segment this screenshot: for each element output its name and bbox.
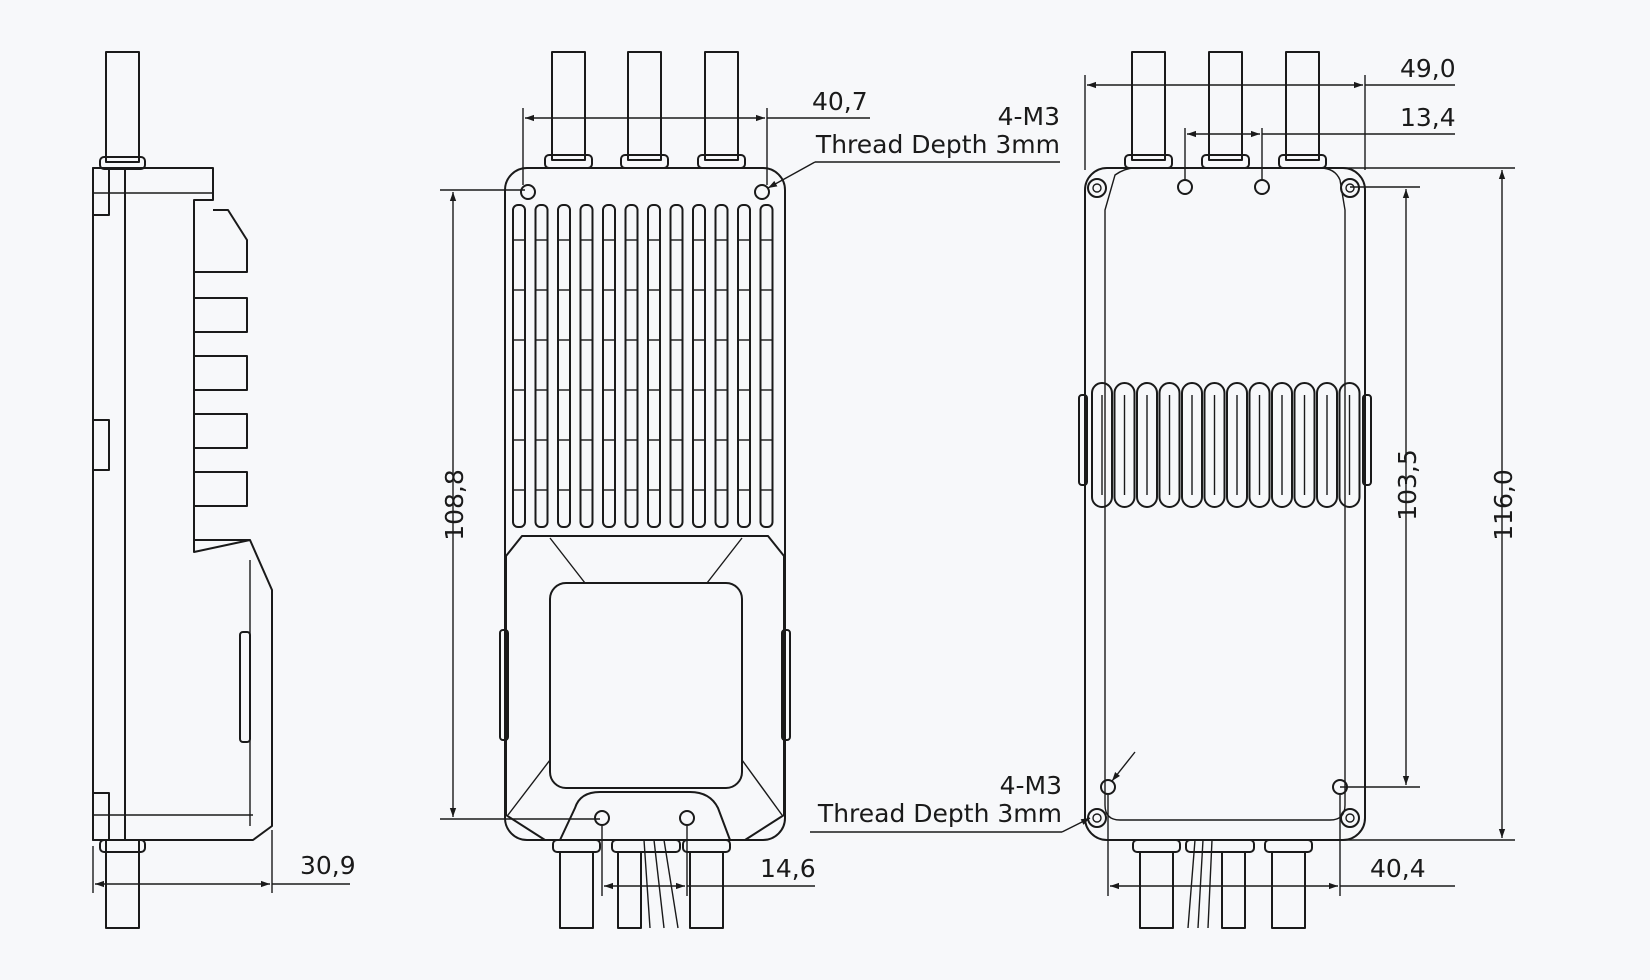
heatsink-slot [669, 204, 684, 528]
side-cable-top [105, 51, 140, 163]
front-cable-top [551, 51, 586, 161]
side-fin [193, 471, 248, 507]
heatsink-slot [512, 204, 526, 528]
rear-fin [1226, 382, 1248, 508]
rear-fins [1091, 382, 1361, 508]
mount-hole [520, 184, 536, 200]
rear-fin [1203, 382, 1226, 508]
heatsink-slot [579, 204, 594, 528]
side-view: 30,9 [92, 51, 356, 929]
dim-side-depth: 30,9 [300, 851, 356, 880]
dim-total-height: 116,0 [1489, 469, 1518, 541]
rear-fin [1293, 382, 1316, 508]
front-cable-top [627, 51, 662, 161]
rear-fin [1271, 382, 1293, 508]
heatsink-slot [737, 204, 751, 528]
dim-top-hole-spacing: 40,7 [812, 87, 868, 116]
rear-fin [1136, 382, 1158, 508]
dim-bottom-hole-spacing-rear: 40,4 [1370, 854, 1426, 883]
rear-fin [1316, 382, 1338, 508]
dim-bottom-hole-spacing-front: 14,6 [760, 854, 816, 883]
dim-inner-hole-spacing: 13,4 [1400, 103, 1456, 132]
callout-bottom-line2: Thread Depth 3mm [817, 799, 1062, 828]
callout-bottom-line1: 4-M3 [1000, 771, 1062, 800]
dim-front-hole-height: 108,8 [440, 469, 469, 541]
rear-body [1084, 167, 1366, 841]
side-fin [194, 209, 248, 273]
dim-rear-hole-height: 103,5 [1393, 449, 1422, 521]
front-cover [505, 535, 785, 841]
mount-hole [679, 810, 695, 826]
rear-fin [1338, 382, 1361, 508]
heatsink-slot [624, 204, 639, 528]
side-fin [193, 413, 248, 449]
side-fin [193, 297, 248, 333]
heatsink-slots [512, 204, 774, 528]
rear-fin [1158, 382, 1181, 508]
rear-fin [1181, 382, 1203, 508]
rear-fin [1248, 382, 1271, 508]
heatsink-slot [759, 204, 774, 528]
side-body-outline [92, 167, 273, 841]
callout-top-line1: 4-M3 [998, 102, 1060, 131]
front-view: 40,7 108,8 14,6 4-M3 Thread Depth 3mm [440, 51, 1060, 929]
heatsink-slot [647, 204, 661, 528]
mount-hole [594, 810, 610, 826]
side-fin [193, 355, 248, 391]
mount-hole [754, 184, 770, 200]
rear-fin [1113, 382, 1136, 508]
front-cable-top [704, 51, 739, 161]
rear-fin [1091, 382, 1113, 508]
heatsink-slot [602, 204, 616, 528]
callout-top-line2: Thread Depth 3mm [815, 130, 1060, 159]
heatsink-slot [692, 204, 706, 528]
heatsink-slot [714, 204, 729, 528]
rear-view: 49,0 13,4 103,5 116,0 40,4 4-M3 Thread D… [810, 51, 1518, 929]
heatsink-slot [534, 204, 549, 528]
dim-total-width: 49,0 [1400, 54, 1456, 83]
heatsink-slot [557, 204, 571, 528]
front-cover-panel [549, 582, 743, 789]
